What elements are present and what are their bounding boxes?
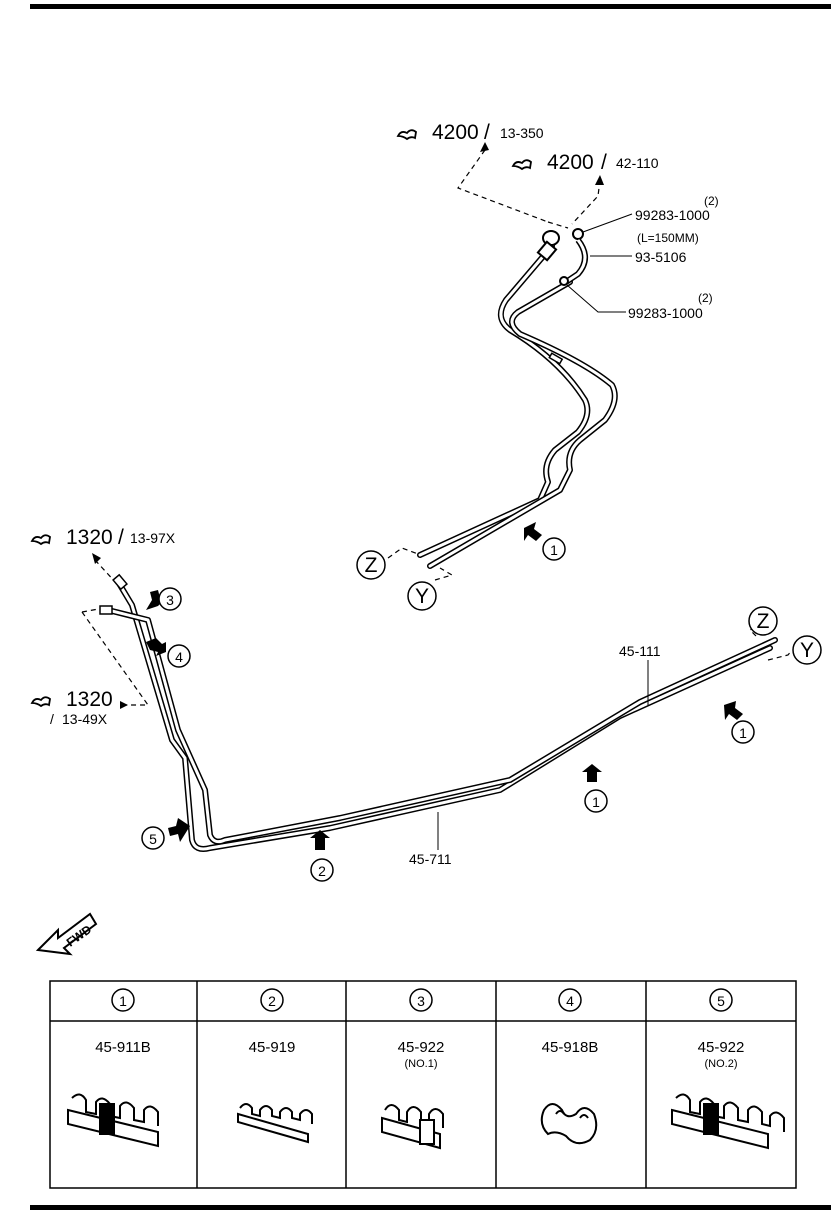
clip-45-911b-icon bbox=[67, 1093, 159, 1148]
ref-left-b-sub: 13-49X bbox=[62, 711, 108, 727]
svg-text:5: 5 bbox=[149, 831, 157, 847]
reference-book-icon bbox=[396, 129, 417, 141]
clip-table bbox=[49, 980, 797, 1189]
callout-1-lower-mid[interactable]: 1 bbox=[582, 764, 608, 813]
svg-text:2: 2 bbox=[318, 863, 326, 879]
svg-text:1: 1 bbox=[119, 993, 127, 1009]
upper-fuel-pipes bbox=[417, 243, 618, 569]
svg-text:5: 5 bbox=[717, 993, 725, 1009]
callout-2[interactable]: 2 bbox=[310, 830, 334, 882]
clip-part-number: 45-911B bbox=[95, 1039, 151, 1056]
clip-arrow-icon bbox=[724, 701, 743, 720]
hose-clamp-upper-part[interactable] bbox=[572, 228, 584, 240]
ref-top-b[interactable]: 4200 / 42-110 bbox=[511, 151, 659, 174]
hose-clamp-upper-label[interactable]: 99283-1000 bbox=[635, 207, 710, 223]
svg-text:/: / bbox=[118, 526, 124, 549]
hose-clamp-lower-part[interactable] bbox=[559, 276, 569, 286]
svg-text:Z: Z bbox=[365, 554, 378, 577]
clip-cell-3[interactable]: 3 45-922 (NO.1) bbox=[381, 988, 445, 1150]
ref-left-b-main: 1320 bbox=[66, 688, 113, 711]
callout-4[interactable]: 4 bbox=[146, 638, 191, 668]
svg-text:1: 1 bbox=[550, 542, 558, 558]
arrowhead-icon bbox=[595, 175, 604, 185]
hose-label[interactable]: 93-5106 bbox=[635, 249, 687, 265]
clip-arrow-icon bbox=[310, 830, 330, 850]
lower-pipe-ends bbox=[99, 573, 128, 615]
ref-top-a[interactable]: 4200 / 13-350 bbox=[396, 121, 544, 144]
clip-arrow-icon bbox=[168, 818, 190, 842]
clip-45-918b-icon bbox=[540, 1103, 598, 1145]
svg-text:3: 3 bbox=[166, 592, 174, 608]
ref-top-a-main: 4200 bbox=[432, 121, 479, 144]
hose-length-note: (L=150MM) bbox=[637, 231, 699, 245]
svg-text:Y: Y bbox=[800, 639, 814, 662]
ref-left-a-sub: 13-97X bbox=[130, 530, 176, 546]
svg-text:4: 4 bbox=[566, 993, 574, 1009]
clip-45-919-icon bbox=[237, 1103, 313, 1144]
clip-note: (NO.1) bbox=[405, 1058, 438, 1070]
arrowhead-icon bbox=[92, 553, 101, 564]
clip-arrow-icon bbox=[524, 522, 542, 541]
upper-fittings bbox=[536, 228, 588, 365]
svg-text:/: / bbox=[484, 121, 490, 144]
svg-text:4: 4 bbox=[175, 649, 183, 665]
clip-part-number: 45-919 bbox=[249, 1039, 296, 1056]
clip-note: (NO.2) bbox=[705, 1058, 738, 1070]
bottom-border-rule bbox=[30, 1205, 831, 1210]
clip-arrow-icon bbox=[582, 764, 602, 782]
clip-cell-1[interactable]: 1 45-911B bbox=[67, 988, 159, 1148]
hose-clamp-lower-label[interactable]: 99283-1000 bbox=[628, 305, 703, 321]
ref-top-b-main: 4200 bbox=[547, 151, 594, 174]
svg-text:/: / bbox=[601, 151, 607, 174]
callout-1-upper[interactable]: 1 bbox=[524, 522, 566, 561]
top-reference-leaders bbox=[457, 149, 601, 229]
clip-arrow-icon bbox=[146, 638, 166, 656]
connector-y-upper[interactable]: Y bbox=[407, 581, 437, 611]
clip-cell-4[interactable]: 4 45-918B bbox=[540, 988, 599, 1145]
ref-top-b-sub: 42-110 bbox=[616, 155, 659, 171]
reference-book-icon bbox=[30, 696, 51, 708]
upper-label-leaders bbox=[566, 213, 633, 313]
clip-cell-5[interactable]: 5 45-922 (NO.2) bbox=[671, 988, 785, 1150]
svg-text:1: 1 bbox=[739, 725, 747, 741]
svg-text:1: 1 bbox=[592, 794, 600, 810]
pipe-lower-label[interactable]: 45-711 bbox=[409, 851, 452, 867]
ref-left-a[interactable]: 1320 / 13-97X bbox=[30, 526, 176, 549]
lower-fuel-pipes bbox=[105, 582, 778, 852]
ref-left-a-main: 1320 bbox=[66, 526, 113, 549]
connector-z-lower[interactable]: Z bbox=[748, 606, 778, 636]
arrowhead-icon bbox=[120, 701, 128, 709]
clip-part-number: 45-922 bbox=[398, 1039, 445, 1056]
pipe-upper-label[interactable]: 45-111 bbox=[619, 643, 661, 659]
svg-text:Z: Z bbox=[757, 610, 770, 633]
upper-break-lines bbox=[387, 547, 454, 581]
hose-clamp-upper-qty: (2) bbox=[704, 194, 719, 208]
clip-arrow-icon bbox=[146, 590, 170, 610]
connector-y-lower[interactable]: Y bbox=[792, 635, 822, 665]
svg-text:2: 2 bbox=[268, 993, 276, 1009]
clip-cell-2[interactable]: 2 45-919 bbox=[237, 988, 313, 1144]
reference-book-icon bbox=[30, 534, 51, 546]
clip-part-number: 45-922 bbox=[698, 1039, 745, 1056]
callout-1-lower-right[interactable]: 1 bbox=[724, 701, 755, 744]
svg-text:3: 3 bbox=[417, 993, 425, 1009]
top-border-rule bbox=[30, 4, 831, 9]
callout-3[interactable]: 3 bbox=[146, 587, 182, 611]
reference-book-icon bbox=[511, 159, 532, 171]
svg-text:Y: Y bbox=[415, 585, 429, 608]
callout-5[interactable]: 5 bbox=[141, 818, 190, 850]
fwd-arrow-icon: FWD bbox=[35, 912, 98, 956]
lower-break-lines bbox=[748, 625, 793, 661]
hose-clamp-lower-qty: (2) bbox=[698, 291, 713, 305]
ref-top-a-sub: 13-350 bbox=[500, 125, 544, 141]
connector-z-upper[interactable]: Z bbox=[356, 550, 386, 580]
svg-text:/: / bbox=[50, 711, 54, 727]
ref-left-b[interactable]: 1320 / 13-49X bbox=[30, 688, 113, 727]
clip-45-922-no2-icon bbox=[671, 1093, 785, 1150]
clip-45-922-no1-icon bbox=[381, 1104, 444, 1150]
clip-part-number: 45-918B bbox=[542, 1039, 599, 1056]
arrowhead-icon bbox=[480, 142, 489, 152]
